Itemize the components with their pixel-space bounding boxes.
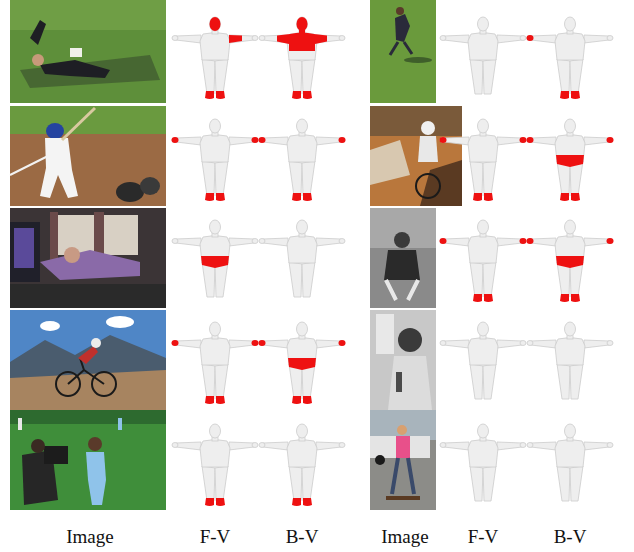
body-front xyxy=(440,322,526,399)
body-back xyxy=(527,220,614,302)
body-back xyxy=(259,220,345,297)
photo xyxy=(370,0,436,103)
column-label: F-V xyxy=(468,526,499,549)
body-back xyxy=(527,424,613,501)
body-front xyxy=(172,322,259,404)
body-back xyxy=(259,17,345,99)
photo xyxy=(10,310,166,410)
photo xyxy=(10,410,166,510)
column-label: B-V xyxy=(286,526,319,549)
column-label: Image xyxy=(381,526,428,549)
body-front xyxy=(440,119,527,201)
photo xyxy=(370,310,436,410)
body-front xyxy=(440,17,526,94)
photo xyxy=(370,410,436,510)
photo xyxy=(370,106,462,206)
body-front xyxy=(172,17,258,99)
column-label: Image xyxy=(66,526,113,549)
body-back xyxy=(259,322,346,404)
body-back xyxy=(259,119,346,201)
photo xyxy=(10,0,166,103)
column-label: F-V xyxy=(200,526,231,549)
body-front xyxy=(172,220,258,297)
body-front xyxy=(172,424,258,506)
photo xyxy=(370,208,436,308)
body-front xyxy=(440,220,527,302)
body-front xyxy=(172,119,259,201)
body-front xyxy=(440,424,526,501)
body-back xyxy=(527,17,614,99)
photo xyxy=(10,106,166,206)
photo xyxy=(10,208,166,308)
body-back xyxy=(527,119,614,201)
column-label: B-V xyxy=(554,526,587,549)
body-back xyxy=(527,322,613,399)
body-back xyxy=(259,424,345,506)
